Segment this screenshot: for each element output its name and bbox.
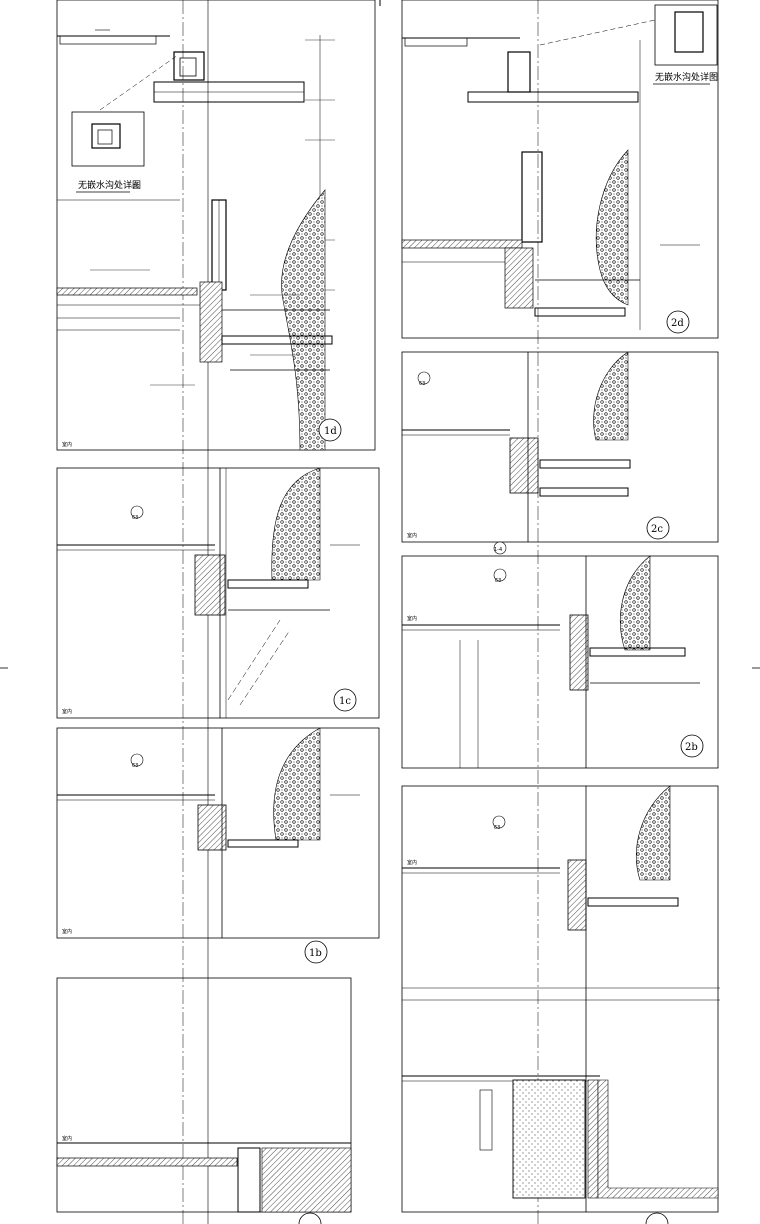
detail-tag-1b: 1b [309, 948, 322, 959]
room-label-1d: 室内 [62, 441, 72, 448]
gutter-heading-left: 无嵌水沟处详图 [78, 179, 141, 191]
detail-tag-2d: 2d [671, 318, 684, 329]
room-label-2b: 室内 [407, 615, 417, 622]
gutter-heading-right: 无嵌水沟处详图 [655, 71, 718, 83]
detail-tag-1c: 1c [339, 696, 351, 707]
ref-mark-1c: 63 [132, 515, 138, 521]
ref-mark-ground-right: 63 [494, 825, 500, 831]
detail-tag-2c: 2c [651, 524, 663, 535]
detail-tag-2b: 2b [685, 742, 698, 753]
ref-mark-2c: 63 [419, 381, 425, 387]
room-label-1b: 室内 [62, 928, 72, 935]
panel-1b: 63 1b 室内 [56, 727, 380, 964]
panel-ground-right: 63 室内 [401, 785, 720, 1224]
panel-1c: 63 1c 室内 [56, 467, 380, 719]
panel-2d: 无嵌水沟处详图 2d [401, 0, 719, 339]
panel-2c: 63 2c 室内 1-4 [401, 351, 719, 555]
room-label-2c: 室内 [407, 532, 417, 539]
detail-tag-1d: 1d [324, 426, 337, 437]
room-label-ground-right: 室内 [407, 859, 417, 866]
room-label-1c: 室内 [62, 708, 72, 715]
ref-mark-1b: 63 [132, 763, 138, 769]
ref-mark-2b: 63 [495, 578, 501, 584]
scale-label: :25 [131, 184, 139, 190]
axis-label: 1-4 [494, 547, 502, 553]
panel-1d: 无嵌水沟处详图 :25 1d 室内 [56, 0, 376, 451]
room-label-ground-left: 室内 [62, 1135, 72, 1142]
panel-2b: 63 2b 室内 [401, 555, 719, 769]
panel-ground-left: 室内 [56, 977, 352, 1224]
